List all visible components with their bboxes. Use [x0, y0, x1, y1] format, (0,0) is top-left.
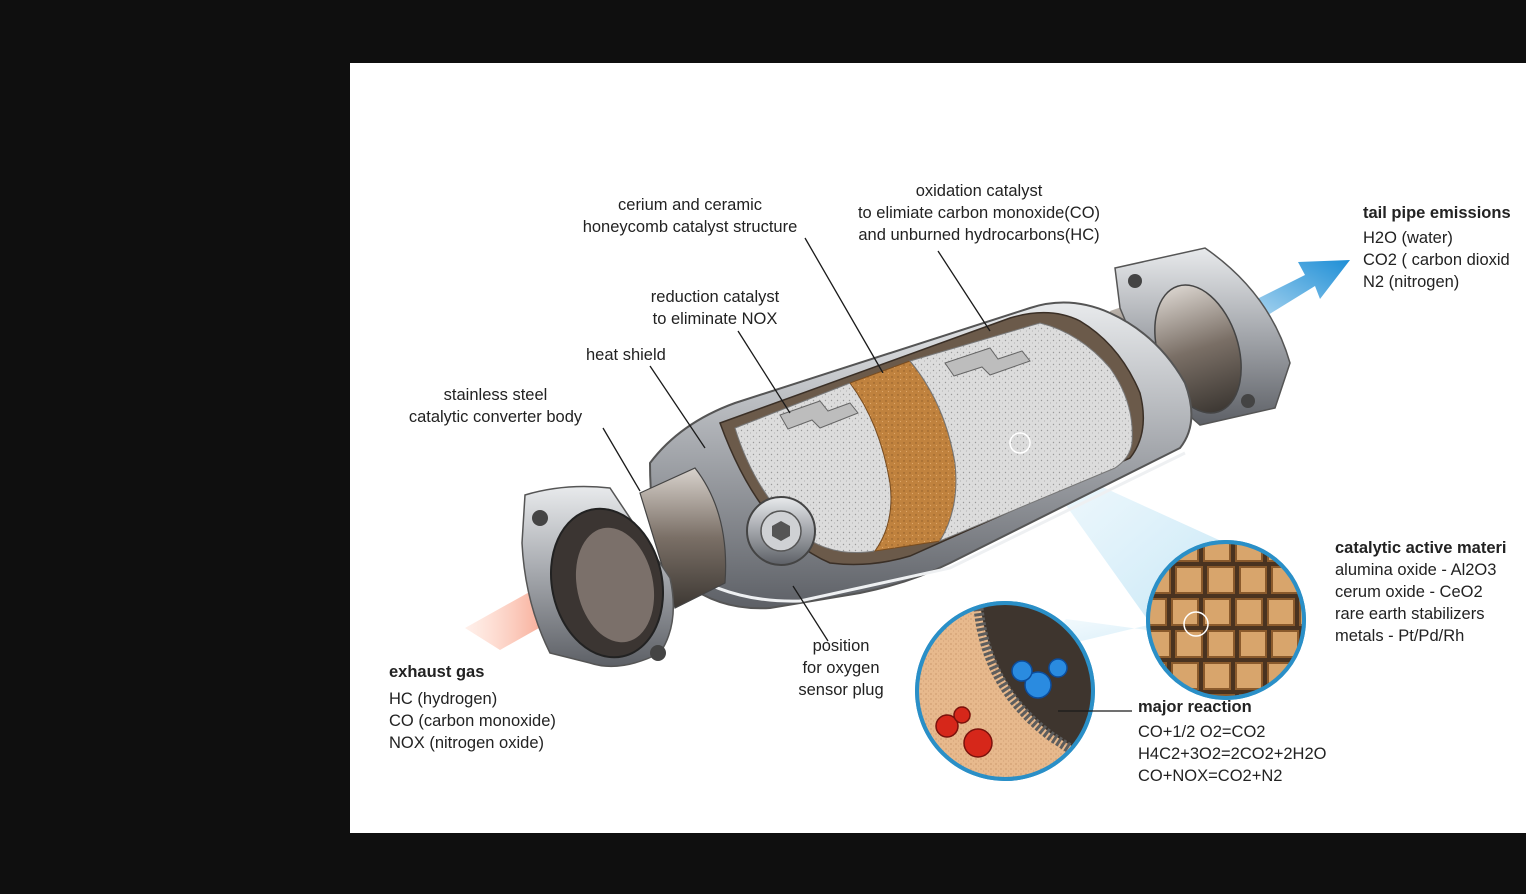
honeycomb-cell: [1299, 662, 1304, 690]
honeycomb-cell: [1267, 598, 1295, 626]
label-ceramic-structure: cerium and ceramic honeycomb catalyst st…: [582, 196, 798, 236]
honeycomb-cell: [1235, 662, 1263, 690]
honeycomb-cell: [1148, 598, 1167, 626]
honeycomb-cell: [1303, 566, 1304, 594]
leader-lines: [602, 237, 1132, 712]
honeycomb-cell: [1207, 630, 1235, 658]
honeycomb-cell: [1336, 695, 1362, 721]
tailpipe-emissions-block: tail pipe emissions H2O (water) CO2 ( ca…: [1363, 204, 1511, 291]
honeycomb-cell: [1207, 566, 1235, 594]
label-reduction-catalyst: reduction catalyst to eliminate NOX: [650, 288, 780, 328]
major-reaction-block: major reaction CO+1/2 O2=CO2 H4C2+3O2=2C…: [1138, 698, 1327, 785]
honeycomb-cell: [1175, 566, 1203, 594]
honeycomb-cell: [1239, 566, 1267, 594]
honeycomb-cell: [1175, 630, 1203, 658]
honeycomb-cell: [1203, 542, 1231, 562]
exhaust-gas-block: exhaust gas HC (hydrogen) CO (carbon mon…: [389, 663, 556, 752]
honeycomb-cell: [1332, 727, 1358, 753]
honeycomb-cell: [1303, 630, 1304, 658]
catalytic-materials-block: catalytic active materi alumina oxide - …: [1335, 539, 1507, 645]
label-heat-shield: heat shield: [586, 346, 666, 364]
label-oxygen-sensor: position for oxygen sensor plug: [798, 637, 884, 699]
honeycomb-zoom-circle: [1146, 540, 1362, 753]
label-oxidation-catalyst: oxidation catalyst to elimiate carbon mo…: [857, 182, 1101, 244]
honeycomb-cell: [1271, 630, 1299, 658]
diagram-panel: cerium and ceramic honeycomb catalyst st…: [350, 63, 1526, 833]
honeycomb-cell: [1239, 630, 1267, 658]
oxidation-catalyst-block: [909, 322, 1133, 543]
honeycomb-cell: [1299, 542, 1304, 562]
honeycomb-cell: [1235, 598, 1263, 626]
honeycomb-cell: [1332, 663, 1358, 689]
label-converter-body: stainless steel catalytic converter body: [408, 386, 583, 426]
catalytic-converter-illustration: [465, 237, 1362, 781]
reaction-zoom-circle: [915, 601, 1095, 781]
honeycomb-cell: [1203, 662, 1231, 690]
honeycomb-cell: [1203, 598, 1231, 626]
inlet-pipe: [639, 467, 727, 609]
outflow-arrow-icon: [1255, 260, 1350, 315]
zoom-marker: [1009, 432, 1031, 454]
